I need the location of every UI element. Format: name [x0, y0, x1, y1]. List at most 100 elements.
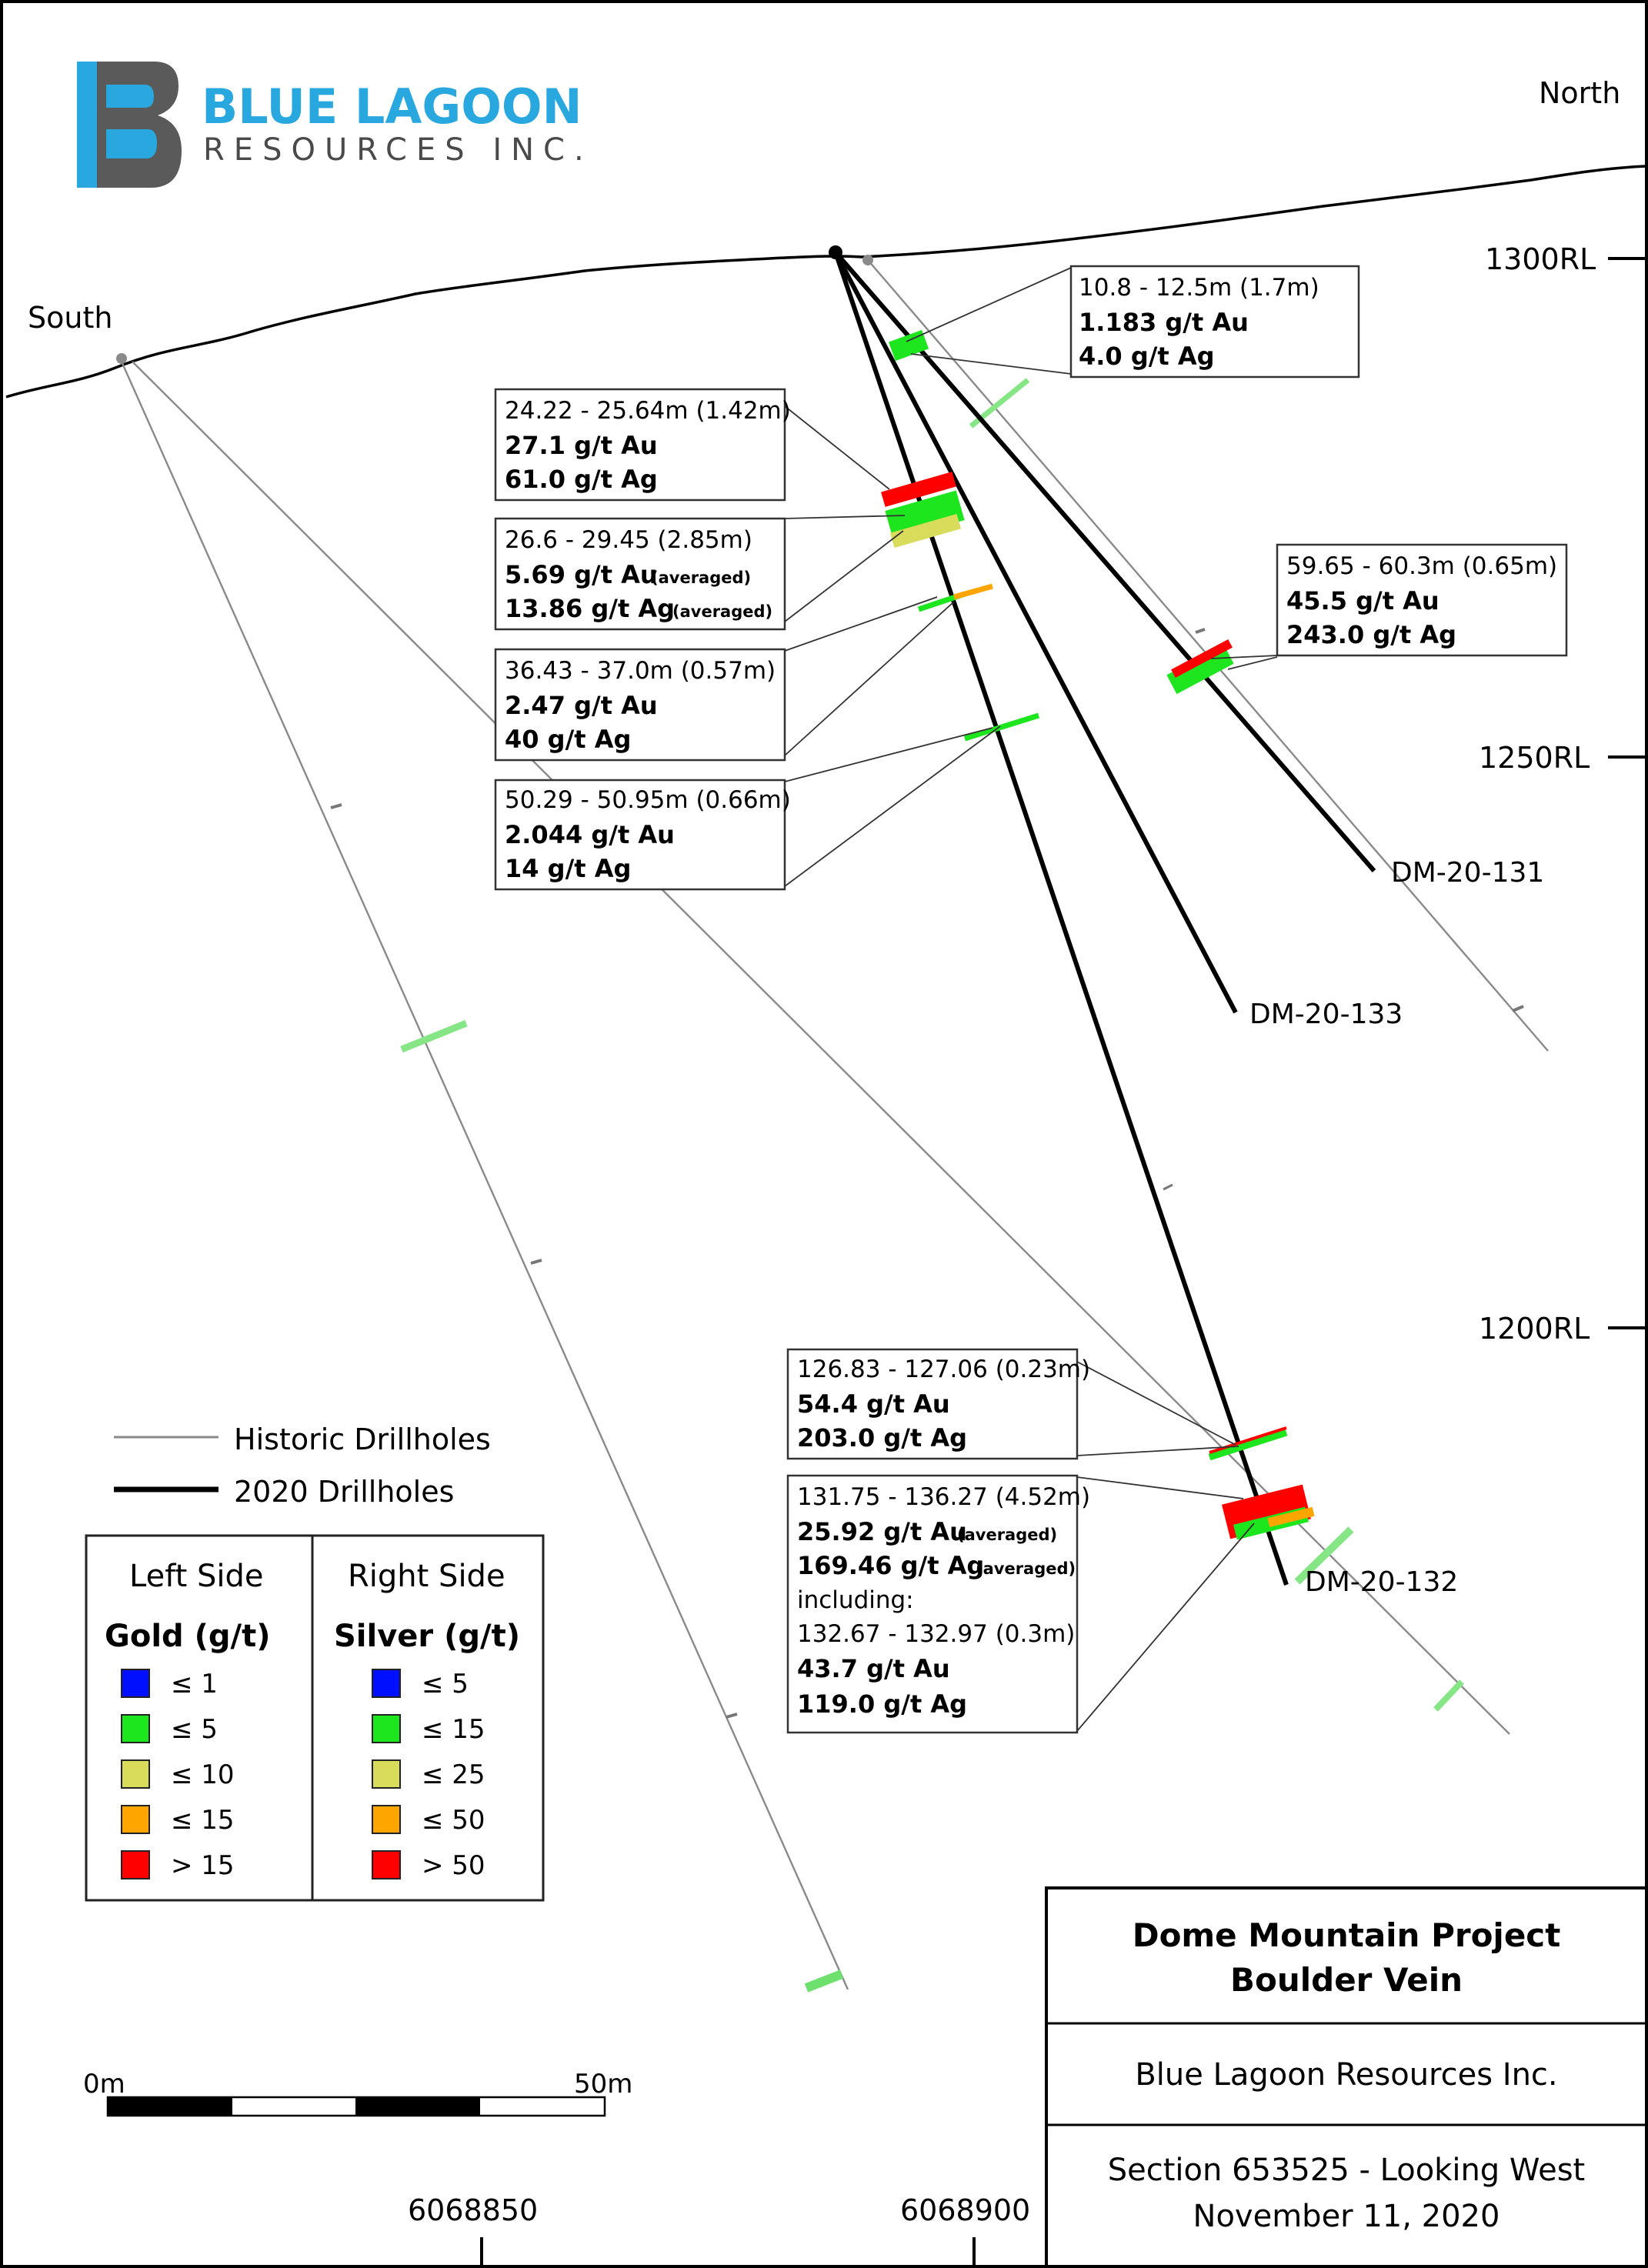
callout-ag: 203.0 g/t Ag [797, 1423, 967, 1453]
callout-au: 54.4 g/t Au [797, 1389, 950, 1419]
silver-swatch-4 [372, 1850, 401, 1879]
depth-tick [1163, 1183, 1173, 1191]
leader-line [906, 267, 1072, 342]
logo-mark-bar [77, 62, 97, 188]
callout-au: 25.92 g/t Au [797, 1517, 967, 1546]
leader-line [784, 405, 890, 490]
historic-assay-segment [804, 1969, 844, 1993]
title-block-frame [1045, 1886, 1648, 2268]
silver-swatch-2 [372, 1759, 401, 1789]
easting-label-6068850: 6068850 [408, 2193, 538, 2227]
color-legend: Left Side Gold (g/t) Right Side Silver (… [85, 1534, 545, 1902]
title-vein: Boulder Vein [1230, 1961, 1463, 1999]
callout-ag: 61.0 g/t Ag [505, 465, 658, 494]
assay-interval-26-6m-gold [889, 513, 962, 549]
north-label: North [1539, 76, 1620, 110]
callout-ag-note: (averaged) [976, 1559, 1076, 1578]
callout-au: 1.183 g/t Au [1079, 308, 1249, 337]
silver-swatch-label-1: ≤ 15 [422, 1714, 485, 1745]
drillhole-collar [829, 245, 842, 259]
legend-box [85, 1534, 545, 1902]
depth-tick [330, 803, 342, 809]
gold-swatch-3 [121, 1805, 150, 1834]
leader-line [784, 727, 993, 782]
leader-line [1076, 1476, 1244, 1499]
silver-swatch-label-4: > 50 [422, 1850, 485, 1881]
callout-ag: 169.46 g/t Ag [797, 1551, 984, 1580]
callout-au: 5.69 g/t Au [505, 560, 658, 589]
elevation-label-1300: 1300RL [1485, 242, 1596, 276]
callout-au: 2.47 g/t Au [505, 691, 658, 720]
gold-swatch-label-4: > 15 [171, 1850, 235, 1881]
assay-interval-10-8m [888, 329, 929, 362]
leader-line [1210, 655, 1278, 659]
assay-interval-59-65m-silver [1166, 644, 1234, 695]
drillhole-label-dm-20-133: DM-20-133 [1249, 999, 1403, 1030]
logo-sub: RESOURCES INC. [203, 132, 593, 168]
leader-line [784, 530, 904, 622]
assay-intervals [881, 329, 1315, 1540]
silver-swatch-1 [372, 1714, 401, 1743]
drillhole-dm-20-132-trace [833, 252, 1289, 1586]
title-section: Section 653525 - Looking West [1108, 2153, 1586, 2188]
callout-au: 45.5 g/t Au [1286, 586, 1439, 615]
assay-interval-126-83m-silver [1209, 1426, 1287, 1454]
leader-line [784, 596, 938, 652]
easting-label-6068900: 6068900 [900, 2193, 1030, 2227]
topography-line [5, 165, 1647, 399]
depth-tick [530, 1259, 542, 1265]
assay-interval-126-83m [1208, 1429, 1288, 1461]
callout-interval: 10.8 - 12.5m (1.7m) [1079, 274, 1319, 302]
legend-left-sub: Gold (g/t) [105, 1619, 271, 1654]
callout-36-43m: 36.43 - 37.0m (0.57m) 2.47 g/t Au 40 g/t… [494, 648, 786, 762]
callout-ag-note: (averaged) [672, 602, 772, 621]
scale-segment-3 [355, 2097, 480, 2116]
scale-end-label: 50m [574, 2069, 632, 2100]
leader-line [784, 725, 1001, 887]
gold-swatch-label-0: ≤ 1 [171, 1669, 218, 1699]
gold-swatch-2 [121, 1759, 150, 1789]
line-legend: Historic Drillholes 2020 Drillholes [114, 1423, 491, 1509]
assay-interval-132-67m [1267, 1506, 1315, 1528]
leader-line [1076, 1523, 1255, 1732]
scale-start-label: 0m [83, 2069, 125, 2100]
callout-ag: 243.0 g/t Ag [1286, 620, 1456, 649]
logo-name: BLUE LAGOON [202, 78, 582, 135]
legend-right-title: Right Side [348, 1559, 505, 1594]
leader-line [910, 353, 1072, 375]
drillhole-label-dm-20-132: DM-20-132 [1305, 1566, 1458, 1598]
assay-interval-24-22m [881, 472, 956, 507]
historic-assay-segment [1294, 1526, 1354, 1585]
callout-au: 27.1 g/t Au [505, 431, 658, 460]
callout-ag: 13.86 g/t Ag [505, 594, 675, 623]
elevation-label-1250: 1250RL [1479, 741, 1590, 775]
gold-swatch-1 [121, 1714, 150, 1743]
callout-including: including: [797, 1586, 914, 1614]
assay-interval-36-43m-silver [953, 583, 993, 600]
legend-recent-label: 2020 Drillholes [234, 1475, 454, 1509]
title-block: Dome Mountain Project Boulder Vein Blue … [1045, 1886, 1648, 2268]
callout-au: 2.044 g/t Au [505, 820, 675, 849]
callout-ag: 4.0 g/t Ag [1079, 342, 1215, 371]
company-logo: BLUE LAGOON RESOURCES INC. [77, 62, 593, 188]
gold-swatch-label-3: ≤ 15 [171, 1805, 235, 1836]
historic-collar-north [862, 255, 873, 265]
logo-mark-inner-top [106, 85, 154, 108]
legend-historic-label: Historic Drillholes [234, 1423, 491, 1456]
elevation-markers: 1300RL 1250RL 1200RL [1479, 242, 1645, 1346]
callout-sub-interval: 132.67 - 132.97 (0.3m) [797, 1620, 1075, 1648]
legend-right-sub: Silver (g/t) [334, 1619, 520, 1654]
gold-swatch-4 [121, 1850, 150, 1879]
title-project: Dome Mountain Project [1133, 1916, 1561, 1954]
gold-swatch-label-1: ≤ 5 [171, 1714, 218, 1745]
logo-mark-shape [77, 62, 182, 188]
scale-segment-1 [108, 2097, 232, 2116]
leader-lines [784, 267, 1278, 1732]
leader-line [784, 515, 906, 519]
easting-axis: 6068850 6068900 [408, 2193, 1030, 2266]
callout-interval: 131.75 - 136.27 (4.52m) [797, 1483, 1090, 1511]
callout-interval: 59.65 - 60.3m (0.65m) [1286, 552, 1557, 580]
callout-50-29m: 50.29 - 50.95m (0.66m) 2.044 g/t Au 14 g… [494, 779, 791, 891]
callout-126-83m: 126.83 - 127.06 (0.23m) 54.4 g/t Au 203.… [786, 1348, 1090, 1460]
